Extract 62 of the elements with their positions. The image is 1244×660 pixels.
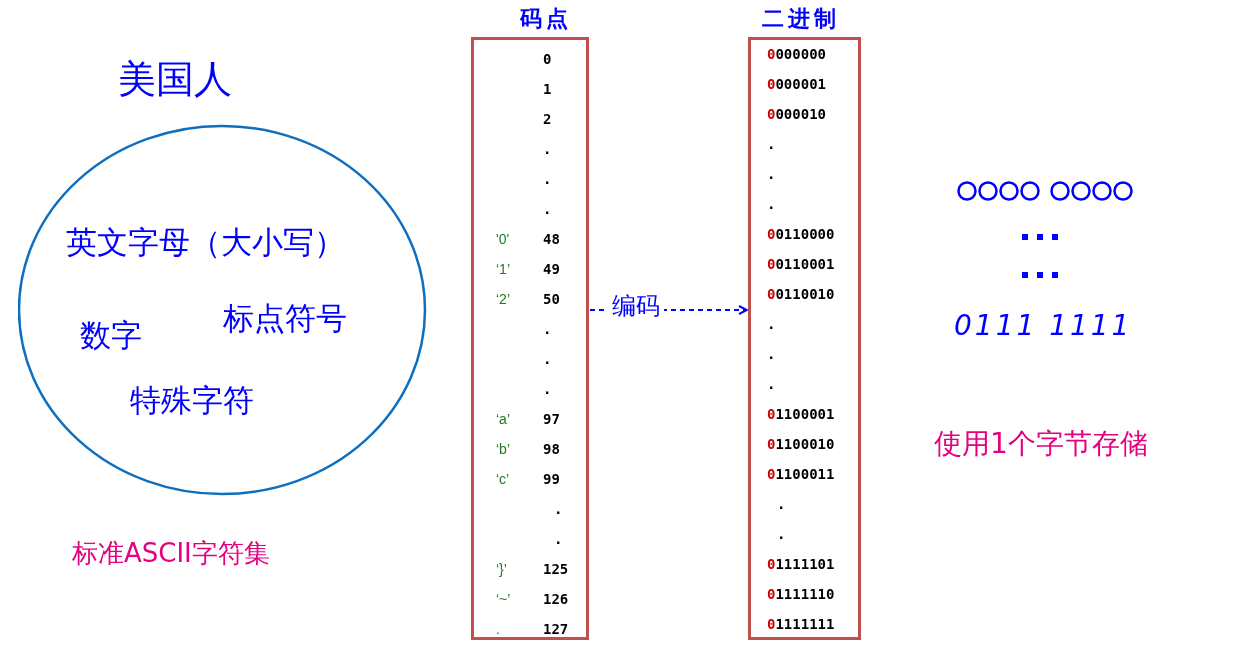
- character-label: ‘2’: [496, 292, 510, 306]
- category-label: 特殊字符: [130, 385, 254, 416]
- code-point: .: [543, 352, 552, 366]
- code-point: 0: [543, 52, 552, 66]
- code-point: .: [554, 532, 563, 546]
- code-point: 126: [543, 592, 569, 606]
- column-heading: 码点: [520, 8, 572, 30]
- heading: 美国人: [118, 60, 232, 98]
- binary-code: .: [767, 167, 776, 181]
- character-label: ‘b’: [496, 442, 510, 456]
- code-point: 99: [543, 472, 560, 486]
- binary-code: 01111111: [767, 617, 835, 631]
- character-label: ‘1’: [496, 262, 510, 276]
- binary-code: 01100001: [767, 407, 835, 421]
- binary-code: 01100010: [767, 437, 835, 451]
- code-point: .: [543, 172, 552, 186]
- code-point: 125: [543, 562, 569, 576]
- node-label: 标准ASCII字符集: [72, 540, 270, 566]
- code-point: .: [543, 382, 552, 396]
- binary-code: 0000000: [767, 47, 826, 61]
- character-label: ‘}’: [496, 562, 507, 576]
- code-point: 2: [543, 112, 552, 126]
- code-point: .: [554, 502, 563, 516]
- table-box: [471, 37, 589, 640]
- binary-code: 01111101: [767, 557, 835, 571]
- character-label: ‘~’: [496, 592, 511, 606]
- binary-code: .: [767, 137, 776, 151]
- binary-code: .: [767, 377, 776, 391]
- binary-code: 00110000: [767, 227, 835, 241]
- character-label: ‘c’: [496, 472, 510, 486]
- binary-code: .: [767, 197, 776, 211]
- binary-code: .: [767, 317, 776, 331]
- character-label: ‘a’: [496, 412, 510, 426]
- code-point: 127: [543, 622, 569, 636]
- binary-value: 0111 1111: [954, 312, 1133, 340]
- binary-code: 00110001: [767, 257, 835, 271]
- character-label: '0': [496, 232, 510, 246]
- column-heading: 二进制: [762, 8, 840, 30]
- binary-code: 00110010: [767, 287, 835, 301]
- category-label: 标点符号: [223, 303, 347, 334]
- binary-code: .: [767, 347, 776, 361]
- binary-code: 0000010: [767, 107, 826, 121]
- edge-label: 编码: [608, 294, 664, 318]
- binary-code: 0000001: [767, 77, 826, 91]
- code-point: 97: [543, 412, 560, 426]
- table-box: [748, 37, 861, 640]
- code-point: 48: [543, 232, 560, 246]
- character-label: .: [496, 622, 500, 636]
- binary-code: 01111110: [767, 587, 835, 601]
- binary-code: .: [777, 527, 786, 541]
- note: 使用1个字节存储: [934, 430, 1148, 458]
- code-point: 49: [543, 262, 560, 276]
- code-point: .: [543, 142, 552, 156]
- code-point: 50: [543, 292, 560, 306]
- binary-code: .: [777, 497, 786, 511]
- category-label: 英文字母（大小写）: [66, 227, 345, 258]
- code-point: .: [543, 202, 552, 216]
- code-point: 98: [543, 442, 560, 456]
- category-label: 数字: [80, 320, 142, 351]
- binary-code: 01100011: [767, 467, 835, 481]
- code-point: .: [543, 322, 552, 336]
- code-point: 1: [543, 82, 552, 96]
